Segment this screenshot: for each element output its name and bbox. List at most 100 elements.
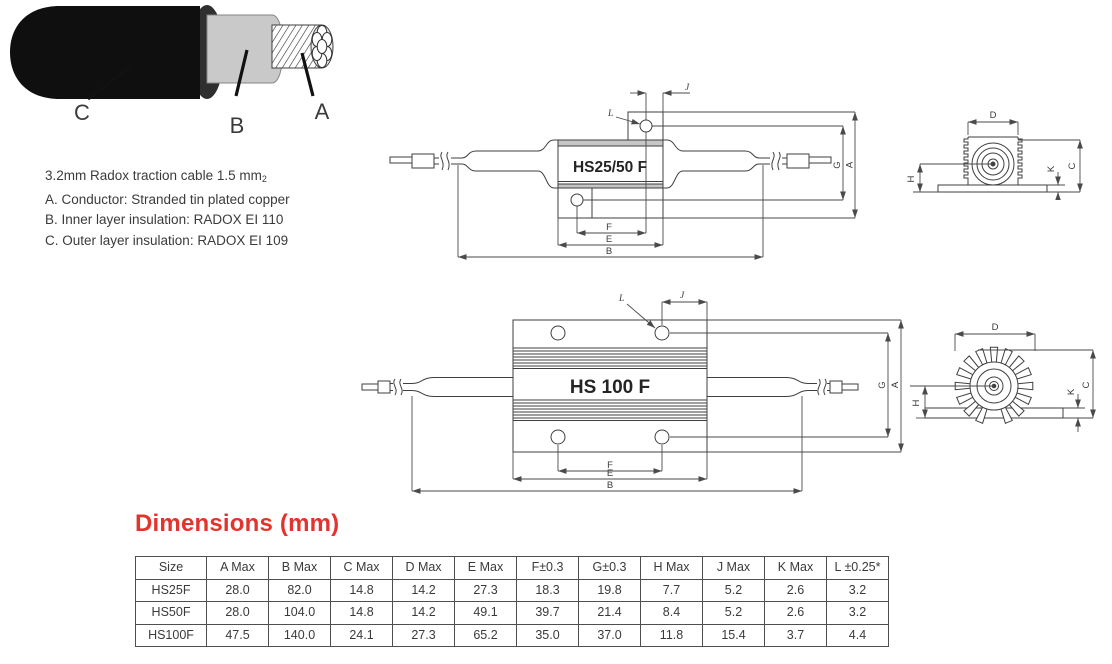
cable-cutaway-figure: C B A bbox=[10, 5, 334, 138]
value-cell: 15.4 bbox=[702, 623, 765, 647]
cable-outer-jacket bbox=[10, 6, 200, 99]
value-cell: 39.7 bbox=[516, 601, 579, 625]
value-cell: 3.2 bbox=[826, 578, 889, 602]
part-label-hs25-50: HS25/50 F bbox=[573, 159, 647, 176]
value-cell: 18.3 bbox=[516, 578, 579, 602]
column-header: C Max bbox=[330, 556, 393, 580]
dim-label-d: D bbox=[992, 322, 999, 333]
value-cell: 140.0 bbox=[268, 623, 331, 647]
column-header: E Max bbox=[454, 556, 517, 580]
hs100-end-view-drawing: D H K C bbox=[910, 322, 1096, 432]
dimension-lines bbox=[913, 119, 1083, 200]
column-header: D Max bbox=[392, 556, 455, 580]
hs25-50-end-view-drawing: D H K C bbox=[906, 110, 1083, 200]
column-header: B Max bbox=[268, 556, 331, 580]
column-header: A Max bbox=[206, 556, 269, 580]
value-cell: 3.7 bbox=[764, 623, 827, 647]
hs100-side-view-drawing: HS 100 F J L G A F E B bbox=[361, 291, 904, 494]
value-cell: 24.1 bbox=[330, 623, 393, 647]
value-cell: 5.2 bbox=[702, 578, 765, 602]
cable-note-conductor: A. Conductor: Stranded tin plated copper bbox=[45, 191, 290, 207]
value-cell: 4.4 bbox=[826, 623, 889, 647]
dimension-lines bbox=[457, 90, 858, 260]
size-cell: HS100F bbox=[135, 623, 207, 647]
cable-note-inner-insulation: B. Inner layer insulation: RADOX EI 110 bbox=[45, 212, 284, 227]
size-cell: HS25F bbox=[135, 578, 207, 602]
dim-label-f: F bbox=[606, 222, 612, 233]
dim-label-b: B bbox=[607, 480, 613, 491]
cable-label-b: B bbox=[230, 113, 245, 138]
dim-label-g: G bbox=[832, 161, 843, 168]
end-view-body bbox=[937, 136, 1048, 193]
dim-label-c: C bbox=[1067, 162, 1078, 169]
value-cell: 37.0 bbox=[578, 623, 641, 647]
tab-hole bbox=[639, 119, 653, 133]
cable-label-c: C bbox=[74, 100, 90, 125]
value-cell: 65.2 bbox=[454, 623, 517, 647]
value-cell: 27.3 bbox=[454, 578, 517, 602]
part-label-hs100: HS 100 F bbox=[570, 377, 650, 398]
dimension-lines bbox=[411, 299, 904, 494]
column-header: Size bbox=[135, 556, 207, 580]
dim-label-k: K bbox=[1046, 165, 1057, 172]
dim-label-j: J bbox=[680, 291, 685, 301]
dim-label-b: B bbox=[606, 246, 612, 257]
dim-label-e: E bbox=[607, 468, 613, 479]
column-header: L ±0.25* bbox=[826, 556, 889, 580]
value-cell: 8.4 bbox=[640, 601, 703, 625]
column-header: H Max bbox=[640, 556, 703, 580]
column-header: K Max bbox=[764, 556, 827, 580]
cable-note-outer-insulation: C. Outer layer insulation: RADOX EI 109 bbox=[45, 232, 289, 248]
value-cell: 14.8 bbox=[330, 601, 393, 625]
dim-label-d: D bbox=[990, 110, 997, 121]
dim-label-g: G bbox=[877, 381, 888, 388]
dimension-lines bbox=[910, 331, 1096, 432]
dim-label-l: L bbox=[618, 294, 624, 304]
column-header: J Max bbox=[702, 556, 765, 580]
mounting-holes bbox=[550, 325, 670, 445]
value-cell: 2.6 bbox=[764, 578, 827, 602]
dim-label-k: K bbox=[1066, 388, 1077, 395]
value-cell: 19.8 bbox=[578, 578, 641, 602]
column-header: G±0.3 bbox=[578, 556, 641, 580]
dim-label-h: H bbox=[906, 175, 917, 182]
value-cell: 104.0 bbox=[268, 601, 331, 625]
value-cell: 47.5 bbox=[206, 623, 269, 647]
size-cell: HS50F bbox=[135, 601, 207, 625]
value-cell: 3.2 bbox=[826, 601, 889, 625]
value-cell: 35.0 bbox=[516, 623, 579, 647]
cable-title-subscript: 2 bbox=[261, 174, 267, 184]
leader-line-a bbox=[300, 52, 315, 97]
dim-label-j: J bbox=[685, 83, 690, 93]
value-cell: 82.0 bbox=[268, 578, 331, 602]
resistor-body bbox=[512, 319, 708, 453]
resistor-leads bbox=[389, 139, 832, 189]
leader-line-b bbox=[234, 49, 249, 97]
dim-label-l: L bbox=[607, 109, 613, 119]
foot-hole bbox=[570, 193, 584, 207]
value-cell: 5.2 bbox=[702, 601, 765, 625]
resistor-leads bbox=[361, 377, 859, 397]
hs25-50-side-view-drawing: HS25/50 F J L G A F E B bbox=[389, 83, 858, 260]
value-cell: 2.6 bbox=[764, 601, 827, 625]
cable-conductor bbox=[271, 24, 334, 69]
value-cell: 27.3 bbox=[392, 623, 455, 647]
value-cell: 21.4 bbox=[578, 601, 641, 625]
dim-label-f: F bbox=[607, 460, 613, 471]
cable-label-a: A bbox=[315, 99, 330, 124]
cable-description: 3.2mm Radox traction cable 1.5 mm2 A. Co… bbox=[45, 166, 365, 251]
dimensions-heading: Dimensions (mm) bbox=[135, 510, 340, 537]
dim-label-e: E bbox=[606, 234, 612, 245]
value-cell: 49.1 bbox=[454, 601, 517, 625]
value-cell: 28.0 bbox=[206, 601, 269, 625]
dim-label-h: H bbox=[911, 399, 922, 406]
value-cell: 28.0 bbox=[206, 578, 269, 602]
